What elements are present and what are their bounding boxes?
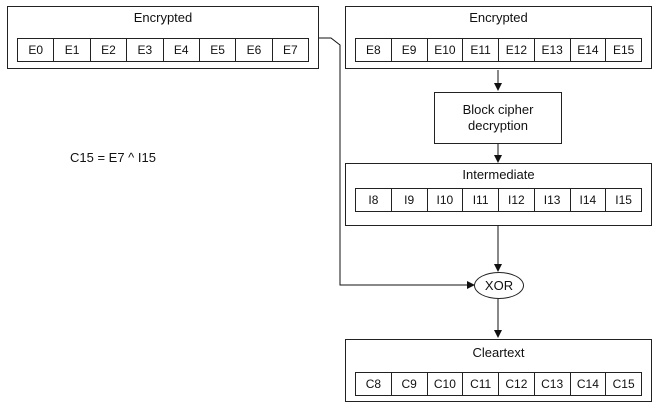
block-cell: E10 bbox=[426, 39, 463, 61]
block-cell: C10 bbox=[426, 373, 463, 395]
block-cell: C9 bbox=[390, 373, 427, 395]
intermediate-panel: Intermediate I8 I9 I10 I11 I12 I13 I14 I… bbox=[345, 163, 652, 226]
cleartext-panel: Cleartext C8 C9 C10 C11 C12 C13 C14 C15 bbox=[345, 339, 652, 402]
left-encrypted-panel: Encrypted E0 E1 E2 E3 E4 E5 E6 E7 bbox=[7, 6, 319, 69]
block-cell: E15 bbox=[605, 39, 641, 61]
block-cell: E0 bbox=[28, 43, 44, 57]
block-cell: E4 bbox=[162, 39, 199, 61]
intermediate-cells: I8 I9 I10 I11 I12 I13 I14 I15 bbox=[355, 188, 642, 212]
formula-text: C15 = E7 ^ I15 bbox=[70, 150, 156, 165]
cleartext-title: Cleartext bbox=[472, 345, 525, 360]
block-cell: E14 bbox=[569, 39, 606, 61]
block-cell: I9 bbox=[390, 189, 427, 211]
block-cell: C11 bbox=[462, 373, 498, 395]
block-cell: C15 bbox=[605, 373, 641, 395]
block-cell: E11 bbox=[462, 39, 498, 61]
block-cell: I12 bbox=[498, 189, 534, 211]
right-encrypted-title: Encrypted bbox=[469, 10, 528, 25]
arrow-e7-to-xor bbox=[318, 37, 475, 289]
block-cell: C12 bbox=[498, 373, 534, 395]
block-cell: E8 bbox=[366, 43, 381, 57]
block-cell: C14 bbox=[569, 373, 606, 395]
xor-node: XOR bbox=[474, 272, 524, 299]
block-cell: E3 bbox=[126, 39, 162, 61]
intermediate-title: Intermediate bbox=[462, 167, 535, 182]
block-cell: I11 bbox=[462, 189, 498, 211]
left-encrypted-cells: E0 E1 E2 E3 E4 E5 E6 E7 bbox=[17, 38, 309, 62]
block-cell: I13 bbox=[533, 189, 570, 211]
block-cell: E2 bbox=[89, 39, 126, 61]
block-cell: E12 bbox=[498, 39, 534, 61]
right-encrypted-cells: E8 E9 E10 E11 E12 E13 E14 E15 bbox=[355, 38, 642, 62]
block-cell: E6 bbox=[235, 39, 271, 61]
block-cipher-line2: decryption bbox=[468, 118, 528, 133]
left-encrypted-title: Encrypted bbox=[133, 10, 193, 25]
block-cell: E1 bbox=[53, 39, 89, 61]
block-cell: E7 bbox=[271, 39, 308, 61]
block-cipher-box: Block cipher decryption bbox=[434, 92, 562, 144]
cleartext-cells: C8 C9 C10 C11 C12 C13 C14 C15 bbox=[355, 372, 642, 396]
block-cell: E5 bbox=[198, 39, 235, 61]
block-cell: C8 bbox=[365, 377, 382, 391]
block-cell: I10 bbox=[426, 189, 463, 211]
block-cell: I14 bbox=[569, 189, 606, 211]
block-cell: E9 bbox=[390, 39, 427, 61]
block-cell: I15 bbox=[605, 189, 641, 211]
block-cell: I8 bbox=[368, 193, 379, 207]
block-cipher-line1: Block cipher bbox=[462, 102, 534, 117]
block-cell: C13 bbox=[533, 373, 570, 395]
right-encrypted-panel: Encrypted E8 E9 E10 E11 E12 E13 E14 E15 bbox=[345, 6, 652, 69]
block-cell: E13 bbox=[533, 39, 570, 61]
